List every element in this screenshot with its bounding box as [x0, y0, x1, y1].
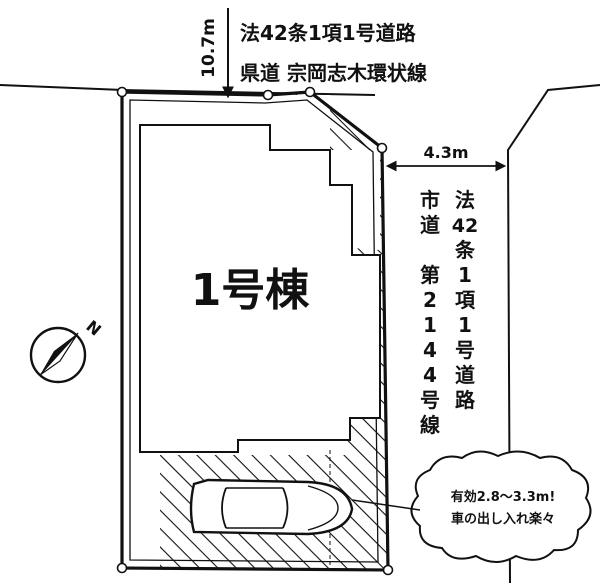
- north-road-legal-label: 法42条1項1号道路: [240, 21, 417, 45]
- svg-text:42: 42: [452, 215, 478, 237]
- svg-text:4: 4: [423, 338, 437, 362]
- east-road-width-label: 4.3m: [423, 143, 468, 162]
- east-road-far-edge: [506, 84, 600, 583]
- building-footprint: [139, 124, 381, 453]
- callout-cloud: [410, 450, 592, 563]
- svg-text:4: 4: [423, 363, 437, 387]
- north-road-width-label: 10.7m: [199, 18, 219, 78]
- car-icon: [189, 478, 354, 536]
- east-road-name-label: 市 道 第 2 1 4 4 号 線: [420, 188, 440, 437]
- svg-text:法: 法: [455, 188, 475, 212]
- svg-text:号: 号: [455, 338, 475, 362]
- svg-text:道: 道: [420, 213, 440, 237]
- svg-text:項: 項: [455, 288, 476, 312]
- svg-text:条: 条: [455, 238, 476, 262]
- building-label: 1号棟: [191, 265, 311, 316]
- svg-text:1: 1: [423, 313, 437, 337]
- svg-text:2: 2: [423, 288, 437, 312]
- svg-text:路: 路: [455, 388, 476, 412]
- boundary-markers: [116, 86, 394, 576]
- svg-text:1: 1: [458, 313, 472, 337]
- svg-text:道: 道: [455, 363, 475, 387]
- compass-north-label: N: [82, 317, 104, 340]
- callout-line-2: 車の出し入れ楽々: [451, 511, 555, 527]
- svg-text:1: 1: [458, 263, 472, 287]
- setback-line: [129, 99, 379, 563]
- svg-text:市: 市: [420, 188, 440, 212]
- north-road-name-label: 県道 宗岡志木環状線: [240, 61, 427, 85]
- east-road-legal-label: 法 42 条 1 項 1 号 道 路: [452, 188, 478, 412]
- svg-text:第: 第: [420, 263, 440, 287]
- svg-text:号: 号: [420, 388, 440, 412]
- callout-pointer: [351, 499, 421, 511]
- compass-rose: N: [29, 317, 105, 384]
- svg-text:線: 線: [420, 413, 440, 437]
- hatched-area: [160, 92, 388, 570]
- callout-line-1: 有効2.8～3.3m!: [451, 489, 556, 505]
- parking-callout: 有効2.8～3.3m! 車の出し入れ楽々: [351, 450, 592, 563]
